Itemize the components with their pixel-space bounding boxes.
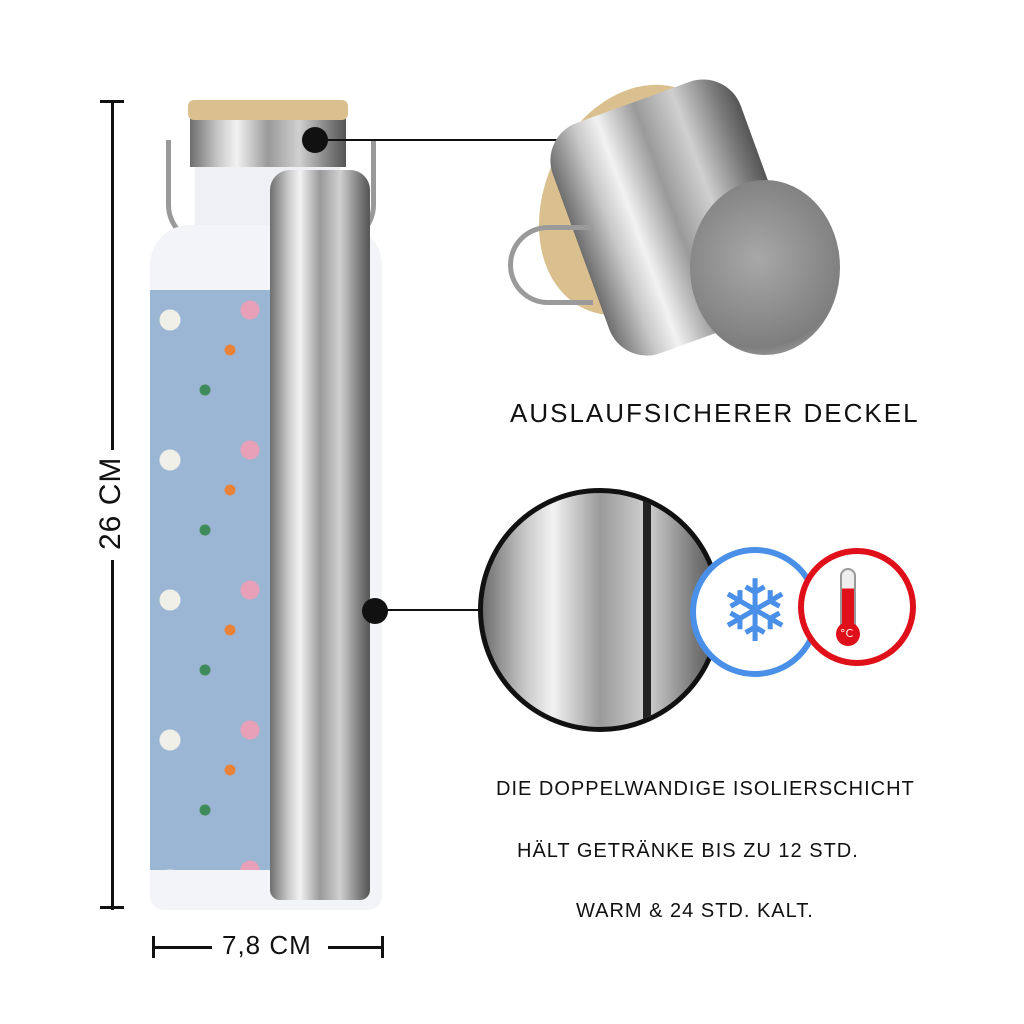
width-label: 7,8 CM [222,930,312,960]
width-dimension-left-line [152,946,212,949]
width-dimension-right-tick [381,936,384,958]
lid-label: AUSLAUFSICHERER DECKEL [510,398,920,428]
lid-handle-loop [508,225,593,305]
bottle-print-pattern [150,290,270,870]
height-label-gap [90,450,136,560]
height-label: 26 CM [94,456,127,550]
lid-steel-end [690,180,840,355]
insulation-line-2: HÄLT GETRÄNKE BIS ZU 12 STD. [517,840,859,862]
insulation-callout-line [380,609,480,611]
bottle-steel-cutaway [270,170,370,900]
thermometer-bulb [836,622,860,646]
insulation-line-3: WARM & 24 STD. KALT. [576,900,814,922]
width-dimension-right-line [328,946,384,949]
cold-badge: ❄ [690,547,820,677]
insulation-closeup [478,488,722,732]
hot-unit: °C [840,627,854,640]
insulation-line-1: DIE DOPPELWANDIGE ISOLIERSCHICHT [496,778,915,800]
insulation-callout-dot [362,598,388,624]
hot-badge: °C [798,548,916,666]
snowflake-icon: ❄ [718,562,792,662]
insulation-wall-gap [643,493,651,727]
height-dimension-bottom-tick [100,906,124,909]
lid-callout-line [320,139,575,141]
bottle-lid-bamboo-top [188,100,348,120]
